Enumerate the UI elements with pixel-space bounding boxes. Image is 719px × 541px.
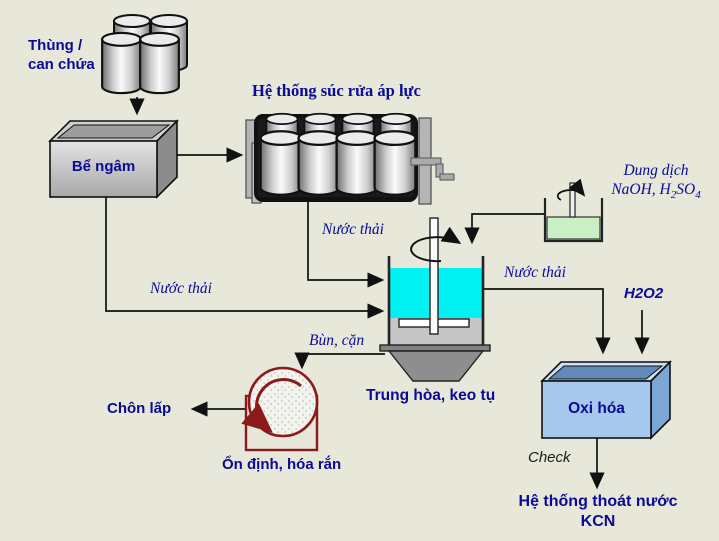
drums-label-line2: can chứa [28, 55, 95, 73]
landfill-label: Chôn lấp [107, 400, 172, 417]
arrow-solution-to-neutralization [464, 213, 546, 245]
solution-tank-icon [543, 178, 604, 243]
oxidation-label: Oxi hóa [568, 400, 625, 417]
stabilization-unit-icon [241, 366, 319, 452]
stirrer-rod-icon [569, 182, 576, 218]
oxidation-tank-icon [540, 360, 672, 440]
drainage-label-line2: KCN [580, 513, 616, 530]
drums-label-line1: Thùng / [28, 37, 83, 54]
pressure-washer-icon [245, 112, 455, 205]
solution-formula-sub1: 2 [670, 189, 677, 202]
rotation-arrow-icon [410, 226, 462, 263]
soak-tank-label: Bể ngâm [71, 158, 136, 175]
drums-label: Thùng / can chứa [28, 37, 95, 75]
wastewater-soak-label: Nước thải [150, 280, 212, 297]
solution-label-line1: Dung dịch [623, 162, 689, 179]
solution-label-line2: NaOH, H2SO4 [596, 180, 716, 203]
sludge-label: Bùn, cặn [309, 332, 365, 349]
solution-formula-a: NaOH, H [611, 181, 671, 199]
arrow-washer-to-neutralization [307, 201, 385, 288]
check-label: Check [528, 449, 571, 466]
h2o2-label: H2O2 [624, 285, 664, 302]
neutralization-tank-icon [379, 217, 491, 382]
stabilization-label: Ổn định, hóa rắn [222, 456, 342, 473]
neutralization-label: Trung hòa, keo tụ [366, 387, 496, 404]
wastewater-out-label: Nước thải [504, 264, 566, 281]
storage-drums-icon [101, 14, 188, 95]
soak-tank-icon [48, 119, 179, 199]
stirrer-rotation-icon [556, 178, 586, 201]
arrow-soak-to-neutralization [105, 197, 385, 319]
arrow-sludge-to-stabilization [294, 352, 385, 370]
solution-formula-sub2: 4 [695, 189, 701, 202]
washer-title: Hệ thống súc rửa áp lực [252, 81, 421, 100]
arrow-neutralization-to-oxidation [484, 288, 611, 355]
crank-handle-icon [410, 157, 455, 181]
mixer-shaft-icon [429, 217, 439, 335]
solution-formula-b: SO [676, 181, 696, 199]
drainage-label: Hệ thống thoát nước KCN [503, 492, 693, 532]
solution-label: Dung dịch NaOH, H2SO4 [596, 161, 716, 203]
drainage-label-line1: Hệ thống thoát nước [518, 493, 678, 510]
tumble-arrow-icon [241, 378, 302, 433]
wastewater-washer-label: Nước thải [322, 221, 384, 238]
flow-arrows [105, 97, 650, 490]
